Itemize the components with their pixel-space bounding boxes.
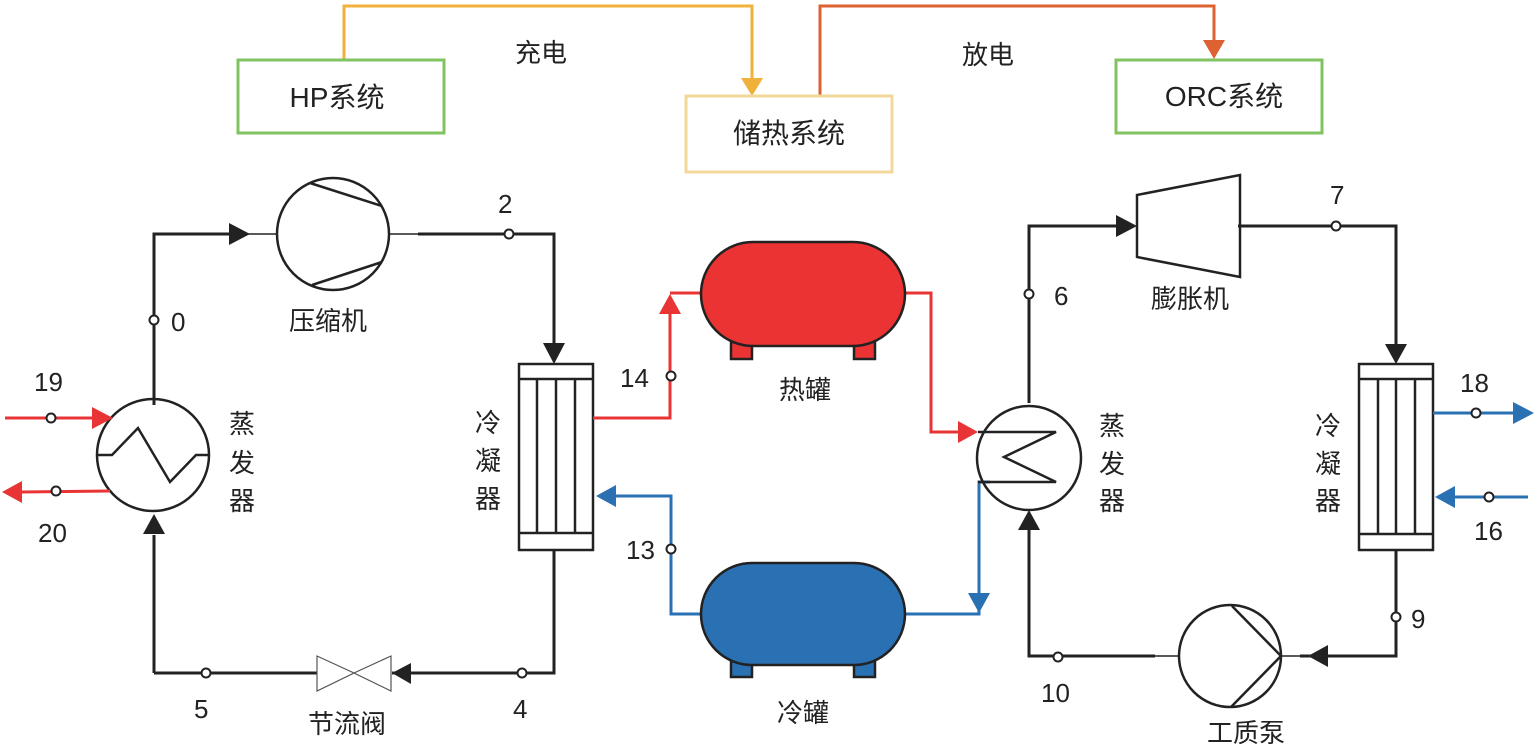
svg-text:发: 发 xyxy=(1099,450,1125,480)
hot-flow-arrow-icon xyxy=(958,421,978,443)
throttle-valve-icon xyxy=(316,655,392,692)
hot-flow-arrow-icon xyxy=(92,407,113,429)
hp-condenser-label: 冷 凝 器 xyxy=(475,409,501,515)
flow-arrow-icon xyxy=(1018,510,1040,530)
state-point-19: 19 xyxy=(34,367,63,397)
state-point-20: 20 xyxy=(38,518,67,548)
charge-label: 充电 xyxy=(515,39,567,69)
state-point-16: 16 xyxy=(1474,516,1503,546)
hot-tank-label: 热罐 xyxy=(779,376,831,406)
orc-evaporator-label: 蒸 发 器 xyxy=(1099,412,1125,517)
orc-pipes xyxy=(1027,224,1398,658)
hot-tank-icon xyxy=(699,240,907,361)
svg-text:发: 发 xyxy=(229,449,255,479)
orc-condenser-label: 冷 凝 器 xyxy=(1315,412,1341,517)
charge-arrow-icon xyxy=(741,78,763,96)
svg-text:凝: 凝 xyxy=(1315,450,1341,480)
orc-condenser-icon xyxy=(1357,362,1435,552)
cold-flow-arrow-icon xyxy=(968,593,990,613)
throttle-valve-label: 节流阀 xyxy=(308,710,386,740)
state-point-5: 5 xyxy=(194,694,208,724)
flow-arrow-icon xyxy=(143,514,165,534)
svg-text:器: 器 xyxy=(229,487,255,517)
hp-condenser-icon xyxy=(517,362,595,552)
svg-text:器: 器 xyxy=(475,485,501,515)
orc-system-box xyxy=(1114,58,1324,135)
state-point-14: 14 xyxy=(620,363,649,393)
state-point-7: 7 xyxy=(1330,180,1344,210)
state-point-2: 2 xyxy=(498,189,512,219)
cold-flow-arrow-icon xyxy=(1513,402,1534,424)
flow-arrow-icon xyxy=(1385,344,1407,364)
expander-label: 膨胀机 xyxy=(1151,285,1229,315)
pump-label: 工质泵 xyxy=(1207,719,1285,749)
hp-evaporator-label: 蒸 发 器 xyxy=(229,410,255,517)
svg-text:蒸: 蒸 xyxy=(1099,412,1125,442)
flow-arrow-icon xyxy=(1308,645,1328,667)
pump-icon xyxy=(1177,603,1283,709)
discharge-connector xyxy=(818,4,1225,96)
flow-arrow-icon xyxy=(543,343,565,364)
expander-icon xyxy=(1135,173,1242,279)
state-point-10: 10 xyxy=(1041,678,1070,708)
cold-tank-icon xyxy=(699,561,907,679)
hp-system-box xyxy=(236,58,446,135)
charge-connector xyxy=(342,4,763,96)
discharge-arrow-icon xyxy=(1203,40,1225,59)
state-point-markers xyxy=(45,220,1495,679)
hp-evaporator-icon xyxy=(95,397,211,513)
cold-flow-arrow-icon xyxy=(1435,486,1455,508)
svg-text:蒸: 蒸 xyxy=(229,410,255,440)
svg-text:凝: 凝 xyxy=(475,447,501,477)
cold-flow-arrow-icon xyxy=(596,485,616,507)
compressor-label: 压缩机 xyxy=(289,307,367,337)
orc-system-label: ORC系统 xyxy=(1165,81,1283,112)
state-point-6: 6 xyxy=(1054,281,1068,311)
state-point-9: 9 xyxy=(1411,604,1425,634)
svg-text:冷: 冷 xyxy=(475,409,501,439)
hot-flow-arrow-icon xyxy=(2,481,22,503)
svg-text:冷: 冷 xyxy=(1315,412,1341,442)
compressor-icon xyxy=(275,176,391,292)
storage-system-box xyxy=(684,94,894,174)
storage-system-label: 储热系统 xyxy=(733,118,845,149)
cold-tank-label: 冷罐 xyxy=(777,699,829,729)
hot-flow-arrow-icon xyxy=(659,294,681,314)
orc-evaporator-icon xyxy=(975,404,1083,512)
state-point-4: 4 xyxy=(513,694,527,724)
discharge-label: 放电 xyxy=(962,41,1014,71)
hp-system-label: HP系统 xyxy=(290,82,385,113)
cooling-water-stream xyxy=(1433,411,1528,499)
svg-text:器: 器 xyxy=(1315,487,1341,517)
state-point-13: 13 xyxy=(626,535,655,565)
state-point-0: 0 xyxy=(171,307,185,337)
flow-arrow-icon xyxy=(1116,215,1137,237)
hot-loop xyxy=(593,291,960,434)
hp-pipes xyxy=(152,232,556,675)
state-point-18: 18 xyxy=(1460,368,1489,398)
heat-source-stream xyxy=(5,416,111,494)
svg-text:器: 器 xyxy=(1099,487,1125,517)
flow-arrow-icon xyxy=(392,663,411,684)
flow-arrow-icon xyxy=(229,223,250,245)
